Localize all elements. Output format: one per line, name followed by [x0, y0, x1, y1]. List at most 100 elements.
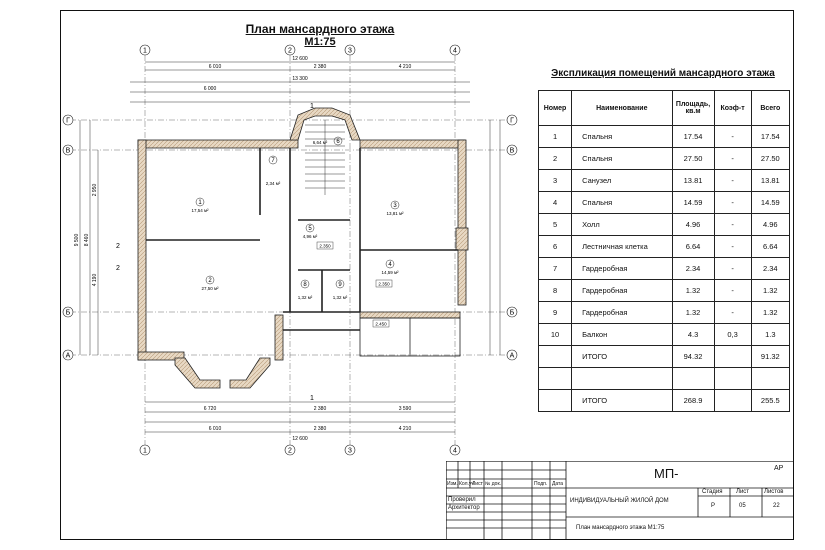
table-cell: 255.5	[750, 389, 791, 412]
dim-top-3: 4 210	[399, 64, 412, 70]
axis-label-bottom-4: 4	[453, 448, 457, 455]
room-number-8: 8	[303, 282, 307, 288]
col-header-name: Наименование	[571, 90, 673, 126]
table-cell: 268.9	[671, 389, 715, 412]
table-cell	[713, 367, 752, 390]
table-cell: 6.64	[750, 235, 791, 258]
table-cell: Гардеробная	[571, 257, 673, 280]
table-cell: 13.81	[671, 169, 715, 192]
stamp-col-podp: Подп.	[534, 481, 548, 487]
stamp-sheet-value: 05	[739, 503, 746, 509]
dim-top-overall: 12 600	[292, 56, 308, 62]
stamp-checked-label: Проверил	[448, 497, 476, 503]
table-cell	[537, 367, 573, 390]
dim-bottom-5: 2 380	[314, 426, 327, 432]
table-cell: 91.32	[750, 345, 791, 368]
room-number-9: 9	[338, 282, 342, 288]
room-area-2: 27,50 м²	[201, 286, 219, 291]
table-cell: -	[713, 169, 752, 192]
explication-table: Номер Наименование Площадь, кв.м Коэф-т …	[537, 90, 791, 412]
stamp-code: МП-	[654, 466, 679, 481]
room-area-8: 1,32 м²	[298, 295, 313, 300]
table-cell: 4.96	[671, 213, 715, 236]
axis-markers-side	[62, 114, 518, 361]
axis-label-top-3: 3	[348, 48, 352, 55]
table-cell: -	[713, 191, 752, 214]
balcony-outline	[359, 317, 461, 357]
axis-label-top-1: 1	[143, 48, 147, 55]
section-mark-1a: 1	[310, 103, 314, 110]
stamp-col-koluch: Кол.уч	[459, 481, 474, 487]
table-cell: -	[713, 235, 752, 258]
room-number-5: 5	[308, 226, 312, 232]
table-cell: Холл	[571, 213, 673, 236]
dim-bottom-4: 6 010	[209, 426, 222, 432]
room-number-6: 6	[336, 139, 340, 145]
table-cell	[713, 345, 752, 368]
exterior-walls	[137, 107, 469, 389]
col-header-area: Площадь, кв.м	[671, 90, 715, 126]
section-mark-2a: 2	[116, 243, 120, 250]
table-cell: Спальня	[571, 125, 673, 148]
table-cell: -	[713, 257, 752, 280]
dim-bottom-2: 2 380	[314, 406, 327, 412]
table-cell: 27.50	[671, 147, 715, 170]
stair-treads	[305, 120, 345, 195]
dim-left-3: 2 950	[92, 184, 98, 197]
axis-label-bottom-2: 2	[288, 448, 292, 455]
table-cell: 10	[537, 323, 573, 346]
table-cell: Спальня	[571, 147, 673, 170]
table-cell: 17.54	[750, 125, 791, 148]
table-cell: 9	[537, 301, 573, 324]
drawing-title: План мансардного этажа	[245, 22, 395, 36]
drawing-scale: М1:75	[304, 36, 336, 48]
floor-plan: 1 2 3 4 1 2 3 4 Г В Б А Г В Б А 12 600 6…	[62, 44, 518, 456]
table-cell	[713, 389, 752, 412]
axis-label-bottom-1: 1	[143, 448, 147, 455]
section-mark-1b: 1	[310, 395, 314, 402]
col-header-total: Всего	[750, 90, 791, 126]
table-cell: Гардеробная	[571, 301, 673, 324]
table-cell: Санузел	[571, 169, 673, 192]
dim-left-overall: 9 500	[74, 234, 80, 247]
explication-title: Экспликация помещений мансардного этажа	[551, 68, 775, 79]
table-cell: ИТОГО	[571, 389, 673, 412]
interior-walls	[146, 148, 458, 331]
stamp-col-list: Лист	[472, 481, 483, 487]
table-cell: 4.96	[750, 213, 791, 236]
explication-header-row: Номер Наименование Площадь, кв.м Коэф-т …	[537, 90, 791, 126]
dimension-lines	[79, 61, 501, 433]
table-cell: 8	[537, 279, 573, 302]
stamp-sheets-label: Листов	[764, 489, 784, 495]
table-cell: 14.59	[671, 191, 715, 214]
dim-top-2: 2 380	[314, 64, 327, 70]
axis-label-bottom-3: 3	[348, 448, 352, 455]
stamp-col-date: Дата	[552, 481, 564, 487]
room-area-7: 2,34 м²	[266, 181, 281, 186]
axis-label-left-g: Г	[66, 118, 70, 125]
room-area-3: 13,81 м²	[386, 211, 404, 216]
table-cell: 2	[537, 147, 573, 170]
dim-top-4: 6 000	[204, 86, 217, 92]
level-mark-bedroom: 2.350	[378, 282, 390, 287]
table-cell: 1.32	[671, 279, 715, 302]
title-block: Изм. Кол.уч Лист № док. Подп. Дата Прове…	[446, 461, 794, 540]
axis-label-right-a: А	[510, 353, 515, 360]
room-area-9: 1,32 м²	[333, 295, 348, 300]
axis-label-right-g: Г	[510, 118, 514, 125]
table-cell	[571, 367, 673, 390]
table-cell: 6.64	[671, 235, 715, 258]
stamp-architect-label: Архитектор	[448, 505, 480, 511]
table-cell: Балкон	[571, 323, 673, 346]
table-cell: 13.81	[750, 169, 791, 192]
table-cell: Лестничная клетка	[571, 235, 673, 258]
